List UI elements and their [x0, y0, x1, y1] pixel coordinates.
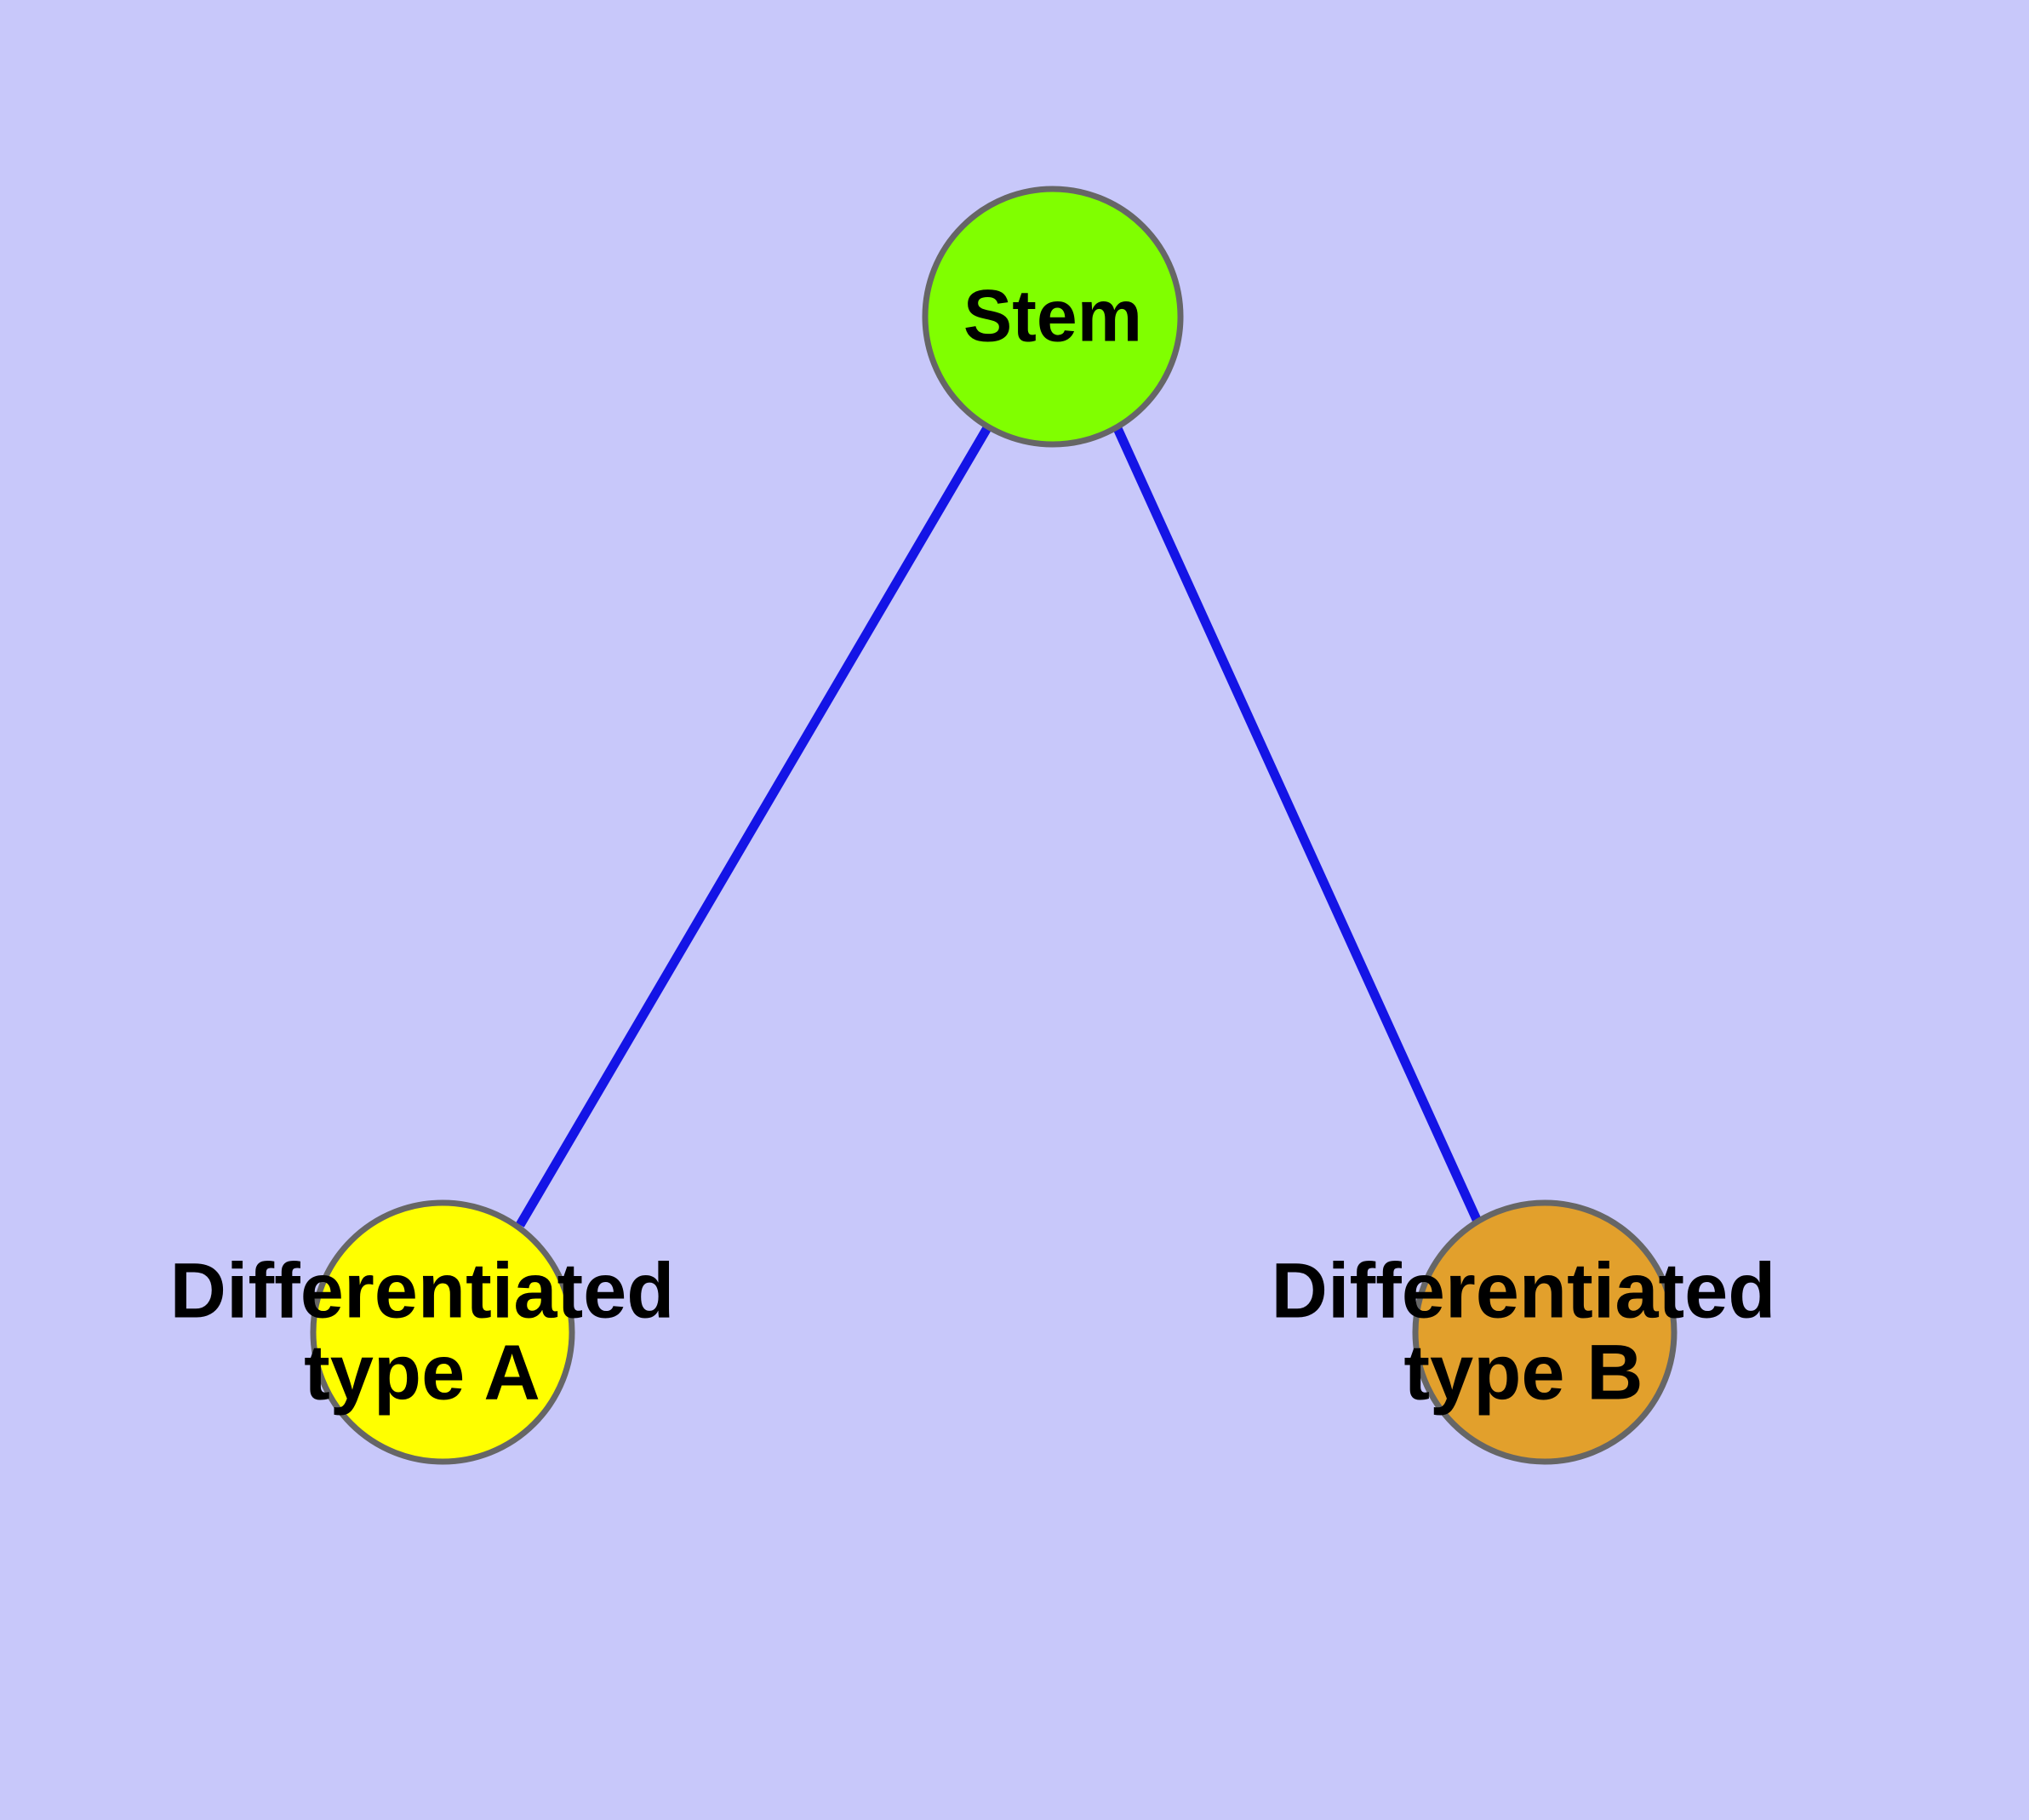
node-layer — [310, 186, 1677, 1465]
edge-stem-b[interactable] — [1112, 424, 1483, 1226]
node-diff-b[interactable] — [1412, 1199, 1677, 1465]
node-stem[interactable] — [922, 186, 1184, 448]
node-diff-a[interactable] — [310, 1199, 575, 1465]
edge-stem-a[interactable] — [516, 424, 992, 1228]
edge-layer — [516, 424, 1483, 1228]
